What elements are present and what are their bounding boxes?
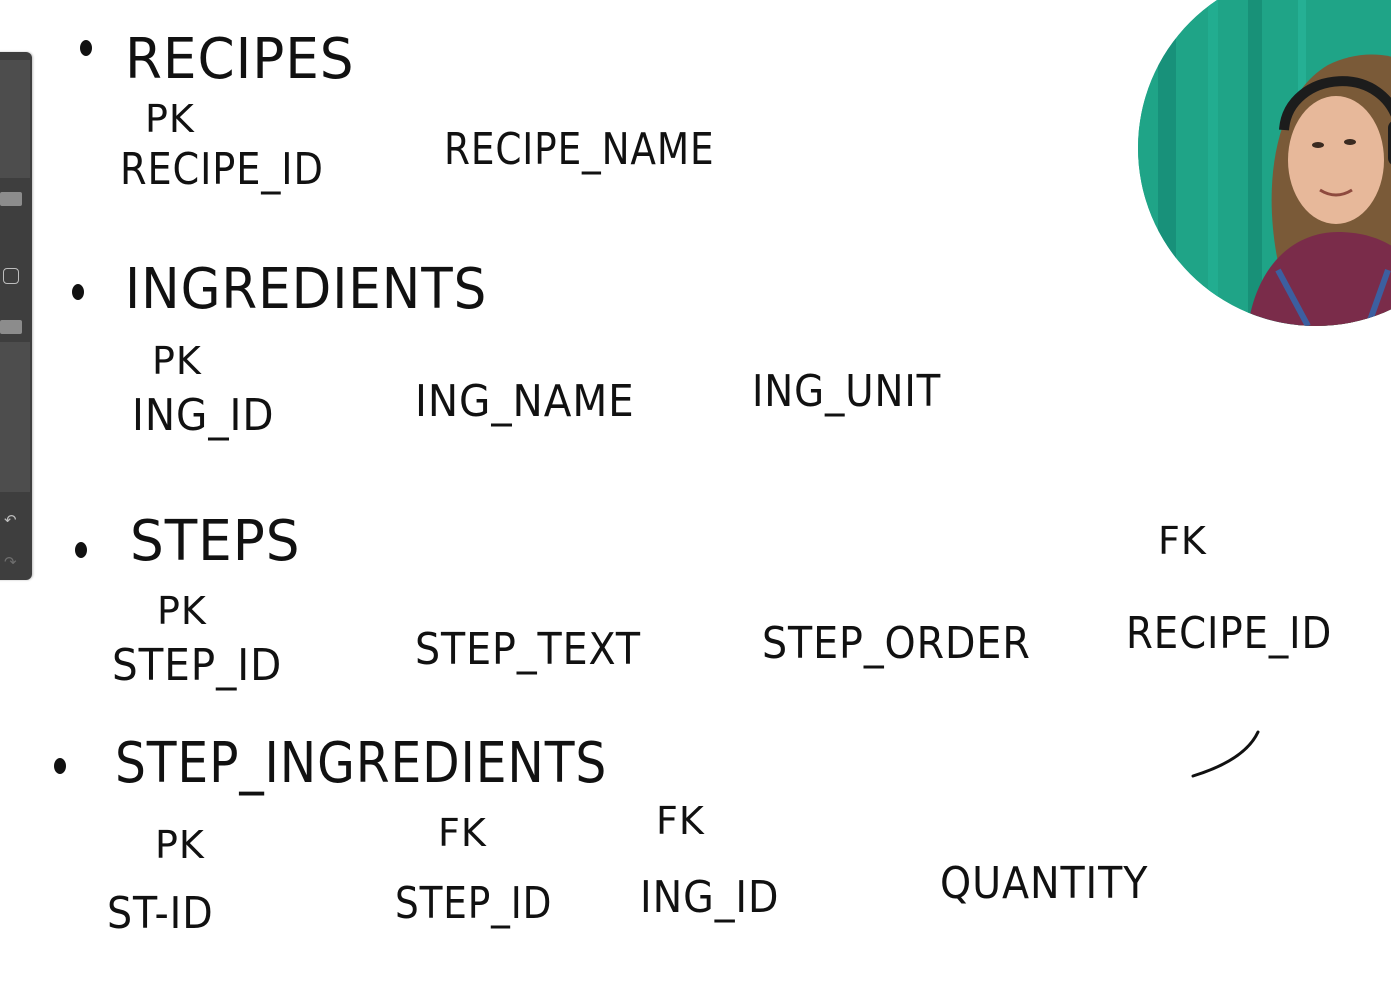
opacity-slider-icon[interactable] — [0, 320, 22, 334]
table-title-recipes: RECIPES — [125, 27, 355, 92]
opacity-track[interactable] — [0, 342, 30, 492]
shape-square-icon[interactable] — [3, 268, 19, 284]
column-step-id: STEP_ID — [112, 640, 283, 691]
undo-icon[interactable]: ↶ — [4, 511, 17, 529]
column-st-id: ST-ID — [107, 888, 214, 939]
bullet-steps — [75, 542, 87, 558]
column-ing-name: ING_NAME — [415, 376, 635, 427]
key-label-si-ing-id: FK — [656, 799, 705, 843]
column-ing-unit: ING_UNIT — [752, 366, 942, 417]
table-title-steps: STEPS — [130, 509, 301, 574]
bullet-ingredients — [72, 284, 84, 300]
redo-icon[interactable]: ↷ — [4, 553, 17, 571]
brush-size-slider-icon[interactable] — [0, 192, 22, 206]
key-label-recipe-id: PK — [145, 97, 195, 141]
key-label-si-step-id: FK — [438, 811, 487, 855]
table-title-ingredients: INGREDIENTS — [125, 257, 488, 322]
bullet-step-ingredients — [54, 758, 66, 774]
key-label-step-id: PK — [157, 589, 207, 633]
bullet-recipes — [80, 40, 92, 56]
key-label-ing-id: PK — [152, 339, 202, 383]
column-ing-id: ING_ID — [132, 390, 275, 441]
table-title-step-ingredients: STEP_INGREDIENTS — [115, 731, 608, 796]
column-quantity: QUANTITY — [940, 858, 1149, 909]
key-label-st-id: PK — [155, 823, 205, 867]
column-recipe-name: RECIPE_NAME — [444, 124, 715, 175]
column-si-step-id: STEP_ID — [395, 878, 553, 929]
column-step-text: STEP_TEXT — [415, 624, 641, 675]
drawing-toolbar: ↶ ↷ — [0, 52, 32, 580]
column-recipe-id: RECIPE_ID — [120, 144, 324, 195]
column-step-order: STEP_ORDER — [762, 618, 1031, 669]
key-label-steps-recipe-id: FK — [1158, 519, 1207, 563]
brush-size-track[interactable] — [0, 60, 30, 178]
column-si-ing-id: ING_ID — [640, 872, 780, 923]
column-steps-recipe-id: RECIPE_ID — [1126, 608, 1333, 659]
